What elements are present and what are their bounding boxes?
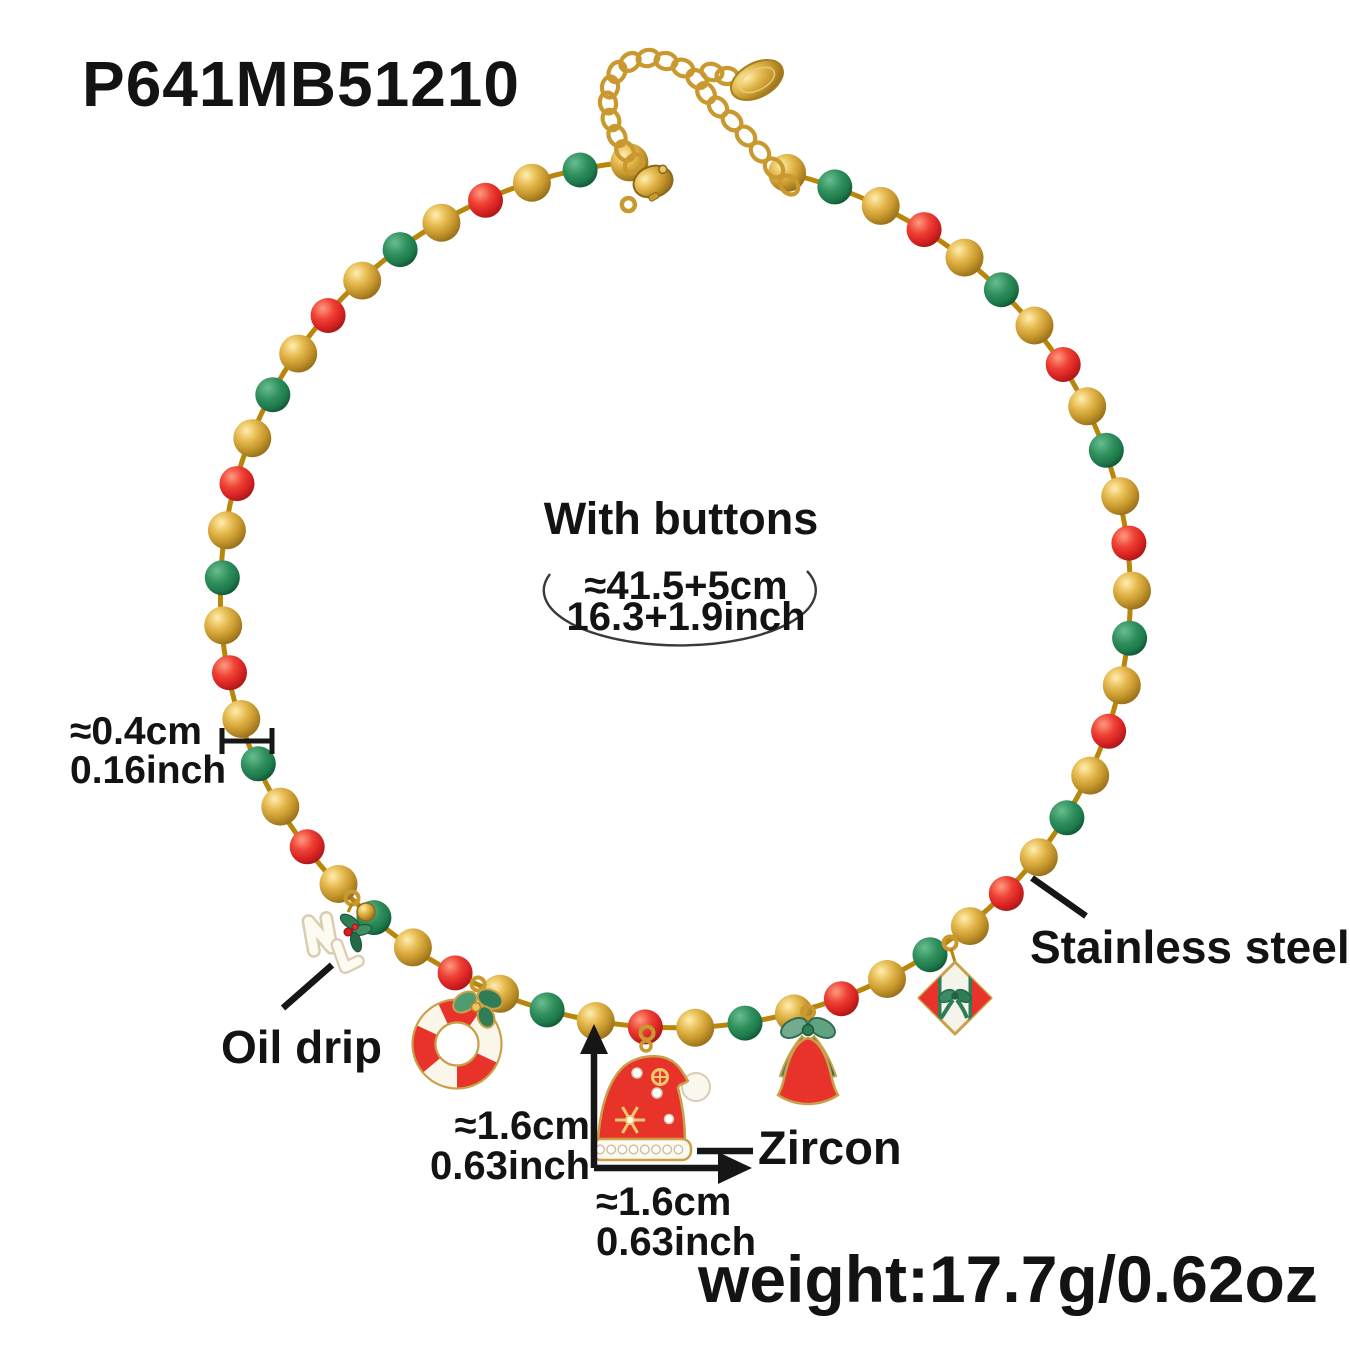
chain-link	[695, 81, 717, 105]
santa-hat-charm	[590, 1024, 711, 1162]
length-inch: 16.3+1.9inch	[566, 595, 806, 639]
bead	[222, 700, 261, 738]
bead	[512, 163, 551, 202]
bead	[1111, 525, 1147, 561]
bead	[988, 876, 1024, 911]
bead	[382, 232, 418, 268]
bead	[240, 746, 276, 782]
bead-chain	[204, 143, 1151, 1047]
bead	[1019, 838, 1058, 877]
bead	[204, 560, 240, 596]
oil-drip-pointer	[280, 962, 335, 1011]
chain-link	[699, 61, 725, 83]
chain-link	[720, 109, 744, 133]
chain-link	[597, 90, 619, 116]
bead	[529, 992, 565, 1028]
chain-link	[670, 57, 696, 79]
bead	[1015, 306, 1054, 345]
bead-size-inch: 0.16inch	[70, 749, 227, 792]
bead	[343, 261, 382, 300]
charm-height-inch: 0.63inch	[430, 1144, 591, 1188]
bead	[823, 981, 859, 1017]
bead-size-bracket	[219, 728, 275, 754]
bead	[1112, 620, 1148, 656]
bead	[676, 1008, 715, 1047]
ribbon-bell-charm	[776, 1004, 840, 1106]
chain-link	[606, 123, 628, 149]
charm-height-values: ≈1.6cm 0.63inch	[430, 1106, 590, 1186]
bead	[1045, 347, 1081, 382]
brand-tag	[730, 59, 784, 101]
bead	[1113, 571, 1151, 610]
charm-width-cm: ≈1.6cm	[596, 1180, 732, 1224]
product-code: P641MB51210	[82, 48, 520, 120]
bead	[906, 212, 942, 248]
noel-letters-charm	[301, 889, 376, 975]
chain-link	[653, 50, 679, 72]
length-cm: ≈41.5+5cm	[584, 564, 788, 608]
bead	[1068, 387, 1107, 426]
bead	[468, 182, 503, 218]
bead	[289, 829, 325, 865]
bead	[912, 937, 948, 973]
bead	[261, 787, 300, 826]
bead	[576, 1002, 615, 1040]
stainless-steel-label: Stainless steel	[1030, 921, 1350, 973]
lobster-clasp-icon	[619, 164, 674, 214]
bead	[1101, 477, 1140, 516]
bead	[279, 334, 318, 373]
chain-link	[706, 95, 730, 119]
bead	[562, 152, 598, 188]
bead	[319, 865, 358, 903]
bead	[207, 511, 246, 550]
charm-width-inch: 0.63inch	[596, 1220, 757, 1264]
chain-link	[606, 59, 628, 85]
bead	[1091, 713, 1127, 749]
chain-link	[599, 74, 621, 100]
charm-width-values: ≈1.6cm 0.63inch	[596, 1182, 756, 1262]
bead	[1102, 666, 1141, 705]
bead	[868, 960, 906, 998]
bead	[310, 298, 346, 333]
zircon-band	[595, 1144, 684, 1155]
bead	[817, 169, 853, 205]
zircon-label: Zircon	[758, 1121, 902, 1174]
bead	[212, 655, 247, 691]
chain-link	[618, 50, 642, 74]
bead	[422, 203, 461, 242]
candy-wreath-charm	[411, 975, 504, 1090]
bead	[437, 955, 473, 991]
candy-wheel-icon	[651, 1068, 669, 1086]
chain-link	[622, 152, 646, 176]
chain-link	[600, 107, 622, 133]
charm-height-cm: ≈1.6cm	[454, 1104, 590, 1148]
bead	[945, 238, 984, 277]
length-values: ≈41.5+5cm 16.3+1.9inch	[486, 564, 886, 639]
bead	[255, 377, 291, 413]
extender-chain	[597, 47, 801, 197]
measurement-ellipse	[542, 570, 817, 647]
charm-dimension-arrows	[580, 1024, 752, 1184]
bead	[1049, 800, 1085, 836]
bead	[1088, 432, 1124, 468]
bead-size-values: ≈0.4cm 0.16inch	[70, 712, 226, 790]
bead	[983, 272, 1019, 308]
bead	[393, 928, 432, 967]
snowflake-icon	[615, 1106, 645, 1134]
bead-size-cm: ≈0.4cm	[70, 710, 202, 753]
length-heading: With buttons	[543, 493, 819, 544]
bead	[233, 419, 272, 458]
bead	[950, 907, 989, 946]
bead	[204, 606, 243, 645]
chain-link	[613, 139, 637, 163]
bead	[727, 1005, 763, 1041]
bead	[219, 466, 255, 502]
wreath-bow-icon	[452, 988, 504, 1029]
product-weight: weight:17.7g/0.62oz	[698, 1242, 1318, 1316]
bead	[861, 186, 900, 225]
oil-drip-label: Oil drip	[221, 1021, 382, 1073]
stainless-steel-pointer	[1030, 875, 1088, 919]
bead	[1071, 756, 1110, 795]
